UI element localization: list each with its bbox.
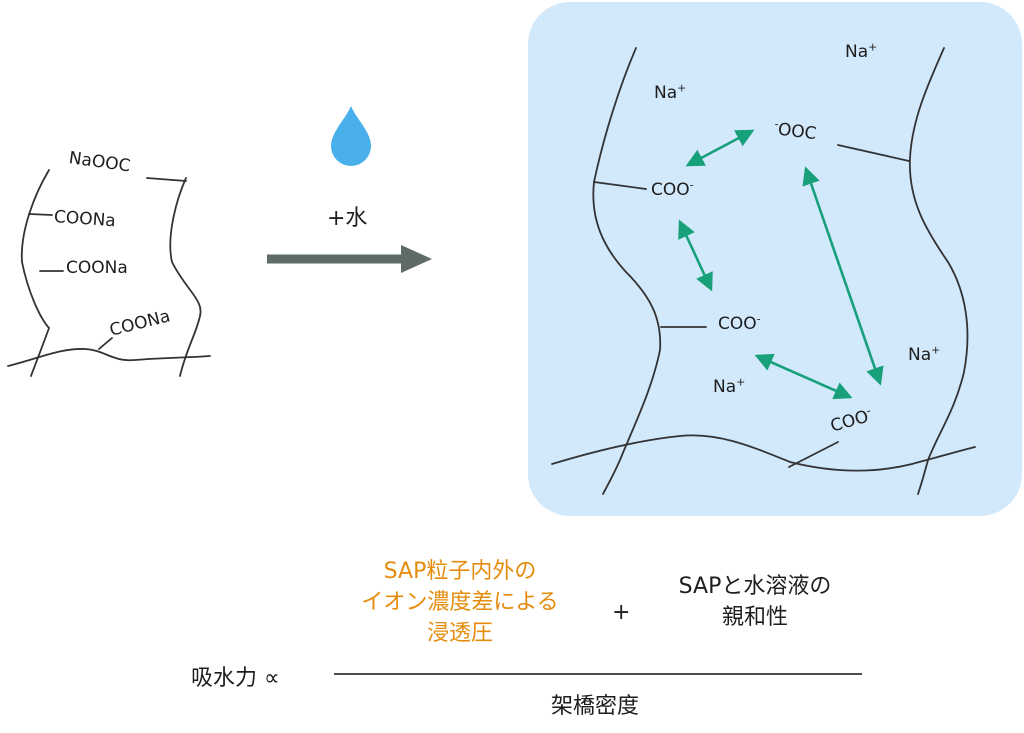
sodium-ion-2: Na+ [654, 81, 687, 103]
formula-term-osmotic-pressure: SAP粒子内外の イオン濃度差による 浸透圧 [361, 559, 559, 646]
formula-plus: + [612, 600, 631, 625]
repulsion-arrow-2 [678, 219, 713, 292]
formula-lhs: 吸水力 ∝ [191, 666, 280, 691]
dry-group-coona-2: COONa [66, 258, 128, 278]
swollen-group-coo-1: COO- [651, 178, 694, 200]
reaction-arrow [267, 245, 432, 273]
formula-term-affinity: SAPと水溶液の 親和性 [678, 574, 832, 630]
sodium-ion-4: Na+ [713, 375, 746, 397]
dry-group-coona-1: COONa [53, 207, 117, 232]
repulsion-arrow-4 [754, 353, 853, 400]
sodium-ion-1: Na+ [845, 40, 878, 62]
water-added-label: +水 [327, 206, 368, 231]
repulsion-arrow-1 [685, 129, 755, 167]
swollen-group-coo-2: COO- [718, 312, 761, 334]
dry-polymer-chains [7, 169, 211, 377]
sodium-ion-3: Na+ [908, 343, 941, 365]
formula-denominator: 架橋密度 [550, 694, 639, 719]
swollen-polymer-chains [551, 47, 976, 495]
water-drop-icon [331, 106, 371, 166]
gel-background [528, 2, 1022, 516]
repulsion-arrow-3 [802, 166, 884, 386]
repulsion-arrows [678, 129, 884, 400]
